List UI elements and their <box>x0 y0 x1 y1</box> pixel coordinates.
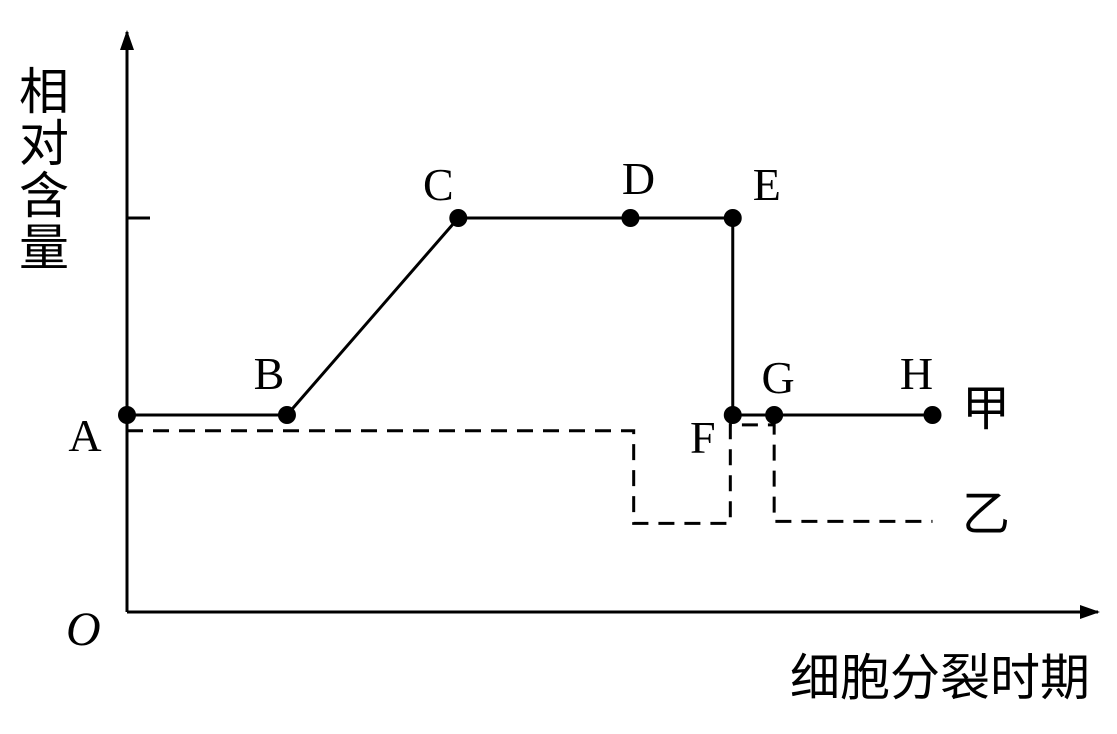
point-label-G: G <box>762 352 795 403</box>
series-line-yi <box>127 423 933 525</box>
point-F <box>723 406 742 424</box>
series-label-jia: 甲 <box>962 383 1010 436</box>
point-label-H: H <box>900 348 933 399</box>
point-B <box>277 406 296 424</box>
point-G <box>765 406 784 424</box>
point-label-C: C <box>423 159 454 210</box>
point-label-A: A <box>68 410 101 461</box>
series-label-yi: 乙 <box>962 488 1010 541</box>
point-label-D: D <box>622 153 655 204</box>
point-A <box>118 406 136 424</box>
point-D <box>621 209 640 227</box>
point-label-E: E <box>753 159 781 210</box>
point-label-B: B <box>254 348 285 399</box>
series-line-jia <box>127 216 933 417</box>
y-axis-title: 相对含量 <box>12 65 68 273</box>
point-E <box>723 209 742 227</box>
point-C <box>449 209 468 227</box>
point-H <box>923 406 942 424</box>
x-axis-title: 细胞分裂时期 <box>790 650 1090 706</box>
origin-label: O <box>66 603 101 656</box>
series-jia: A B C D E FG H <box>68 153 942 463</box>
series-yi <box>127 423 933 525</box>
point-label-F: F <box>690 412 716 463</box>
